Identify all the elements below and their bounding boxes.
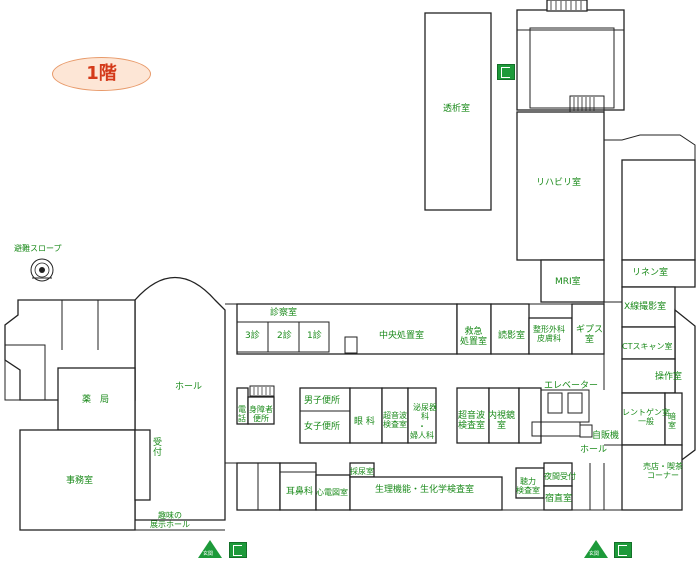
shop-shape <box>621 444 683 511</box>
consult-block <box>236 303 458 355</box>
room-night-reception: 夜間受付 <box>544 472 576 481</box>
ops-room-shape <box>621 358 676 394</box>
exit-sign-icon-right <box>614 542 632 558</box>
room-ecg: 心電図室 <box>316 488 348 497</box>
room-hearing: 聴力 検査室 <box>516 477 540 495</box>
room-c1: 1診 <box>307 331 322 341</box>
room-physio: 生理機能・生化学検査室 <box>375 485 475 495</box>
ecg-shape <box>315 474 351 511</box>
room-ultrasound: 超音波 検査室 <box>458 411 486 431</box>
room-c2: 2診 <box>277 331 292 341</box>
mri-room-shape <box>540 259 605 303</box>
room-central: 中央処置室 <box>379 331 425 341</box>
radiology-read-shape <box>490 303 530 355</box>
room-mri: MRI室 <box>555 277 581 287</box>
eye-shape <box>349 387 383 444</box>
evac-slope-icon <box>30 258 54 282</box>
ent-shape <box>279 462 317 511</box>
room-xray: X線撮影室 <box>624 302 667 312</box>
room-ent: 耳鼻科 <box>286 487 314 497</box>
room-rehab: リハビリ室 <box>536 178 582 188</box>
room-eye: 眼 科 <box>354 417 375 427</box>
room-ultrasound-small: 超音波 検査室 <box>383 411 407 429</box>
room-phone: 電 話 <box>238 405 246 423</box>
rehab-room-shape <box>516 111 605 261</box>
room-urology-dot: ・ <box>418 422 426 431</box>
urology-shape <box>407 387 437 444</box>
room-hall2: ホール <box>580 445 608 455</box>
duty-shape <box>543 485 573 511</box>
disabled-wc-shape <box>247 396 275 425</box>
room-hall: ホール <box>175 382 203 392</box>
evac-slope-label: 避難スロープ <box>14 244 62 253</box>
north-stair <box>546 0 588 12</box>
pharmacy-shape <box>57 367 136 431</box>
room-duty: 宿直室 <box>545 494 573 504</box>
room-c3: 3診 <box>245 331 260 341</box>
entrance-marker-left <box>198 540 222 558</box>
room-darkroom: 暗 室 <box>668 412 676 430</box>
room-shop: 売店・喫茶 コーナー <box>643 462 683 480</box>
exit-sign-icon <box>497 64 515 80</box>
room-office: 事務室 <box>66 476 94 486</box>
entrance-label-left: 玄関 <box>203 551 214 557</box>
room-ct: CTスキャン室 <box>622 342 673 351</box>
floor-label: 1階 <box>52 57 151 91</box>
endoscopy-shape <box>488 387 520 444</box>
xray-room-shape <box>621 286 676 328</box>
room-reception: 受 付 <box>153 438 163 458</box>
room-elevator: エレベーター <box>544 381 599 391</box>
north-block <box>516 9 625 111</box>
wc-block-shape <box>299 387 351 444</box>
room-vending: 自販機 <box>592 431 620 441</box>
room-gyn: 婦人科 <box>410 431 434 440</box>
entrance-label-right: 玄関 <box>589 551 600 557</box>
room-consult: 診察室 <box>270 308 298 318</box>
room-xray-general: レントゲン室 一般 <box>622 408 670 426</box>
room-women-wc: 女子便所 <box>304 422 341 432</box>
dialysis-room-shape <box>424 12 492 211</box>
room-pharmacy: 薬 局 <box>82 395 110 405</box>
room-endoscopy: 内視鏡 室 <box>488 411 516 431</box>
room-disabled-wc: 身障者 便所 <box>249 405 273 423</box>
room-linen: リネン室 <box>632 268 669 278</box>
room-ortho: 整形外科 皮膚科 <box>533 325 565 343</box>
cast-shape <box>571 303 605 355</box>
room-emergency: 救急 処置室 <box>460 327 488 347</box>
room-men-wc: 男子便所 <box>304 396 341 406</box>
room-urology: 泌尿器 科 <box>413 403 437 421</box>
north-inner <box>529 27 615 109</box>
hall-shape <box>134 277 226 521</box>
east-upper-block <box>621 159 696 261</box>
exit-sign-icon-left <box>229 542 247 558</box>
entrance-marker-right <box>584 540 608 558</box>
room-hobby: 趣味の 展示ホール <box>150 511 190 529</box>
room-blood: 採尿室 <box>350 467 374 476</box>
reception-shape <box>134 429 151 501</box>
room-radiology-read: 読影室 <box>498 331 526 341</box>
room-dialysis: 透析室 <box>443 104 471 114</box>
room-cast: ギプス 室 <box>576 325 604 345</box>
room-ops: 操作室 <box>655 372 683 382</box>
endo-side-shape <box>518 387 542 444</box>
emergency-shape <box>456 303 492 355</box>
